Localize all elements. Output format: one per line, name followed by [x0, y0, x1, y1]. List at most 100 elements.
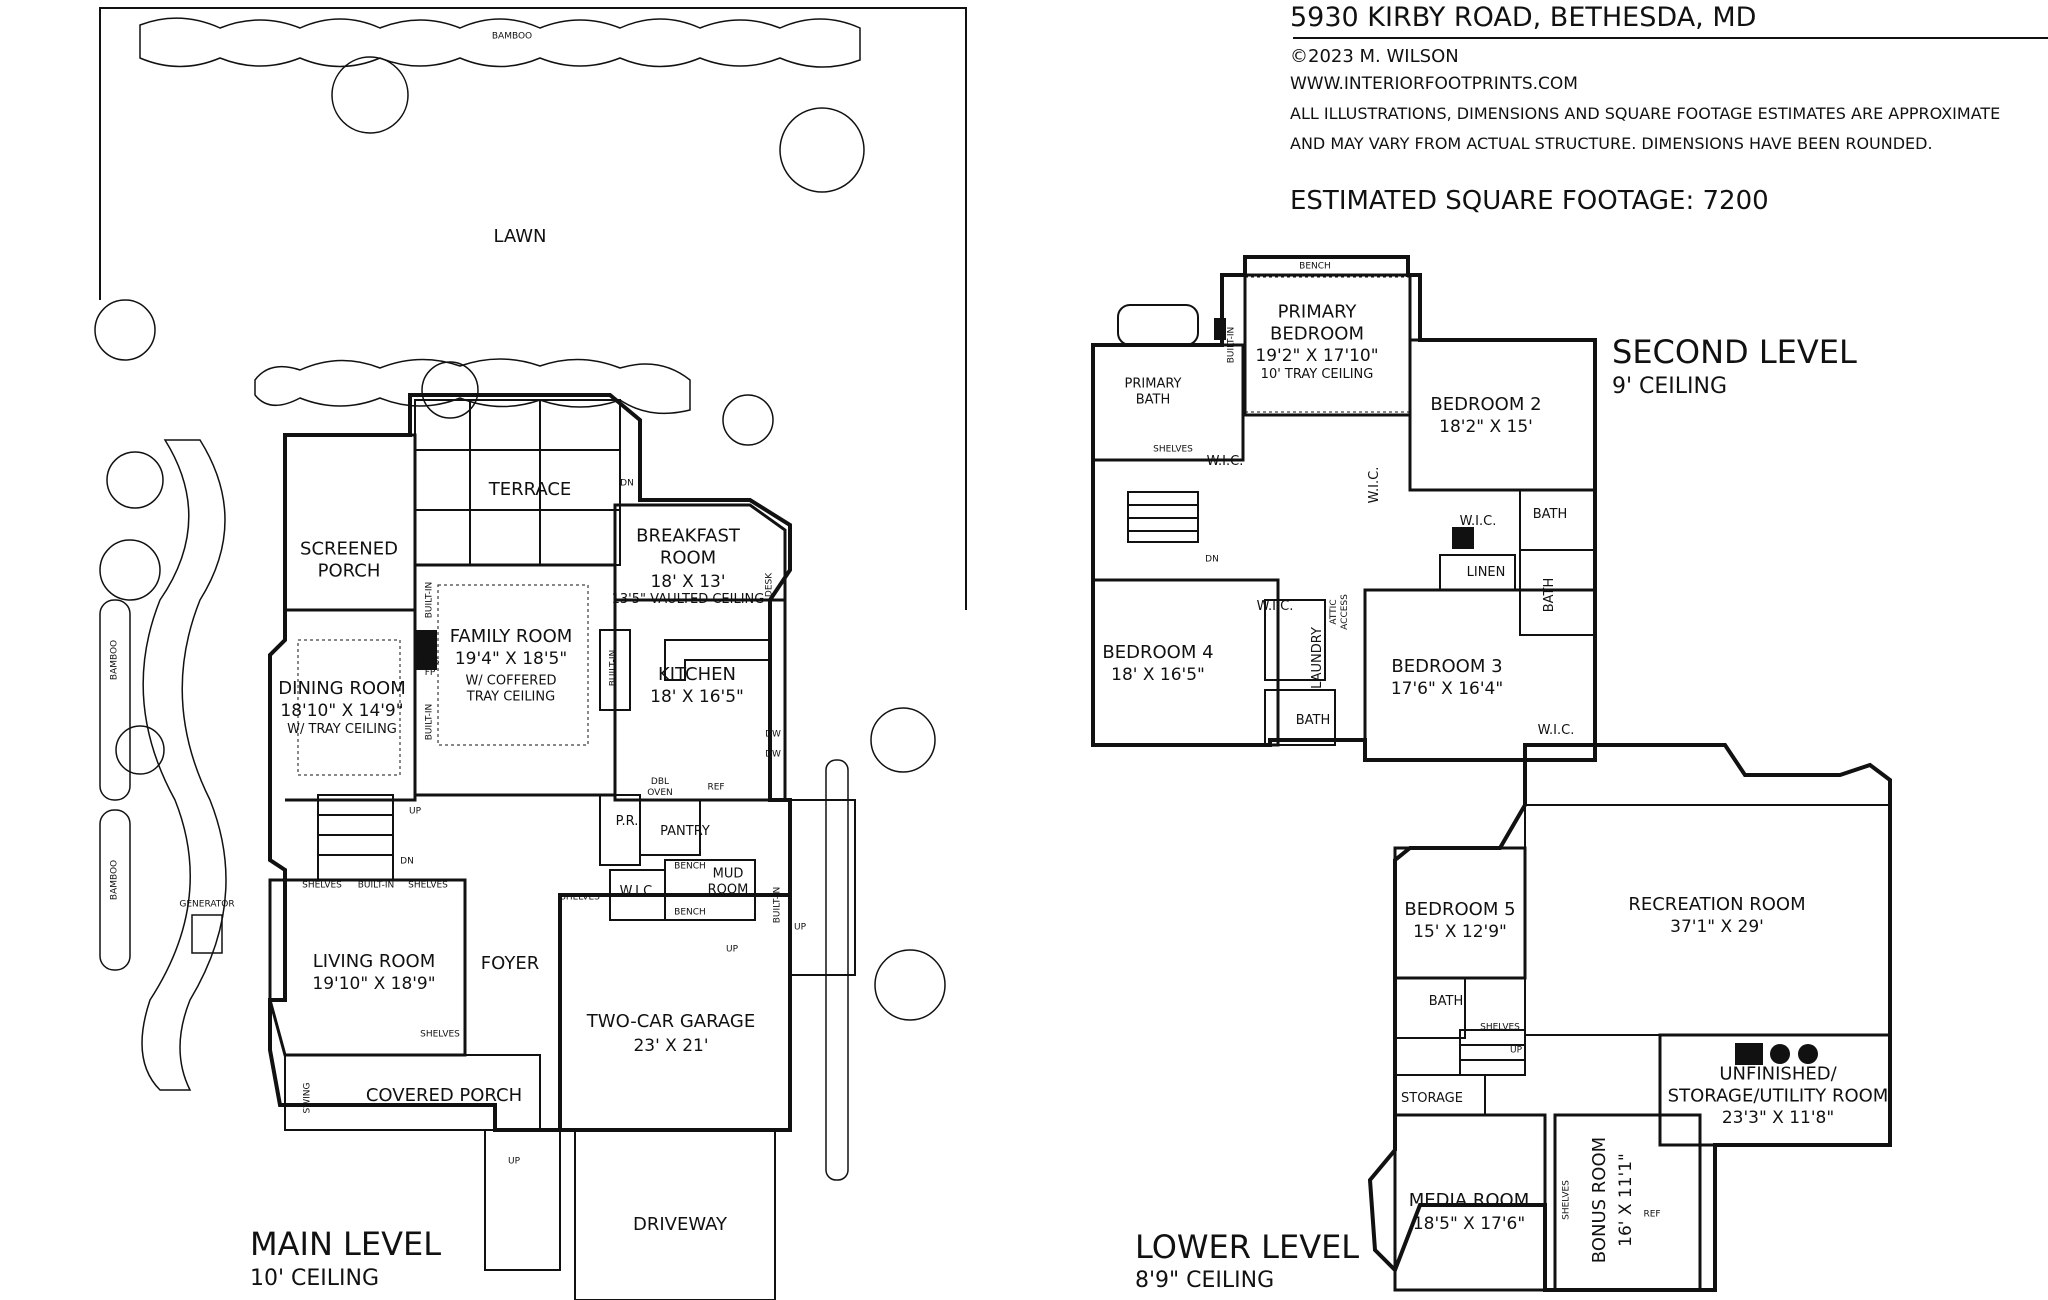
pantry	[639, 799, 701, 856]
primary-bedroom-dims: 19'2" X 17'10"	[1255, 345, 1379, 366]
lower-bath	[1394, 977, 1466, 1039]
double-oven-label: DBL OVEN	[647, 777, 673, 798]
wic-second-label: W.I.C.	[1256, 599, 1294, 615]
breakfast-room	[613, 503, 787, 602]
family-room-note: W/ COFFERED TRAY CEILING	[465, 673, 557, 704]
laundry-label: LAUNDRY	[1310, 627, 1326, 689]
bedroom-2-dims: 18'2" X 15'	[1439, 416, 1533, 437]
bench-label: BENCH	[674, 861, 706, 872]
pantry-label: PANTRY	[660, 824, 710, 840]
tree	[331, 56, 409, 134]
laundry	[1264, 599, 1326, 681]
built-in-label: BUILT-IN	[1226, 326, 1237, 364]
shelves-label: SHELVES	[1480, 1022, 1520, 1033]
living-room-dims: 19'10" X 18'9"	[312, 973, 436, 994]
shelves-label: SHELVES	[408, 880, 448, 891]
wic-second-label: W.I.C.	[1459, 514, 1497, 530]
screened-porch	[283, 433, 417, 612]
lower-stair	[1459, 1029, 1526, 1076]
up-label: UP	[725, 944, 739, 955]
dishwasher-label: DW	[765, 749, 781, 760]
breakfast-room-label: BREAKFAST ROOM	[636, 525, 740, 568]
foyer-label: FOYER	[480, 953, 540, 975]
primary-bath-label: PRIMARY BATH	[1124, 376, 1182, 407]
bamboo-left-2	[99, 809, 131, 971]
tree	[870, 707, 936, 773]
bamboo-top-label: BAMBOO	[491, 31, 533, 42]
terrace-label: TERRACE	[488, 479, 572, 501]
website: WWW.INTERIORFOOTPRINTS.COM	[1290, 74, 1578, 94]
garage-stairs	[790, 799, 856, 976]
bathtub	[1117, 304, 1199, 346]
linen	[1439, 554, 1516, 591]
built-in-label: BUILT-IN	[772, 886, 783, 924]
primary-bedroom-note: 10' TRAY CEILING	[1260, 367, 1374, 383]
watermark-suffix: MLS	[115, 1260, 166, 1287]
recreation-room-dims: 37'1" X 29'	[1670, 916, 1764, 937]
refrigerator-label: REF	[707, 782, 725, 793]
dining-room-label: DINING ROOM	[278, 678, 406, 700]
kitchen-label: KITCHEN	[658, 664, 736, 686]
dining-room-dims: 18'10" X 14'9"	[280, 700, 404, 721]
disclaimer-line-1: ALL ILLUSTRATIONS, DIMENSIONS AND SQUARE…	[1290, 104, 2001, 123]
media-room-label: MEDIA ROOM	[1408, 1190, 1530, 1212]
bamboo-left-label-2: BAMBOO	[109, 859, 120, 901]
generator	[191, 914, 223, 954]
bedroom-4-dims: 18' X 16'5"	[1111, 664, 1205, 685]
bonus-room-label: BONUS ROOM	[1589, 1136, 1611, 1264]
square-footage: ESTIMATED SQUARE FOOTAGE: 7200	[1290, 186, 1769, 216]
second-level-ceiling: 9' CEILING	[1612, 374, 1728, 399]
built-in-label: BUILT-IN	[608, 649, 619, 687]
up-label: UP	[507, 1156, 521, 1167]
garage-label: TWO-CAR GARAGE	[586, 1011, 756, 1033]
stone-wall	[141, 439, 227, 1091]
recreation-room-label: RECREATION ROOM	[1628, 894, 1806, 916]
hedge-top-house	[254, 358, 691, 415]
shelves-label: SHELVES	[560, 892, 600, 903]
tree	[421, 361, 479, 419]
desk-label: DESK	[764, 572, 775, 598]
screened-porch-label: SCREENED PORCH	[300, 538, 398, 581]
family-room-dims: 19'4" X 18'5"	[454, 648, 568, 669]
lower-bath-label: BATH	[1428, 994, 1464, 1010]
bonus-room	[1553, 1113, 1702, 1292]
up-label: UP	[408, 806, 422, 817]
powder-room-label: P.R.	[615, 814, 639, 830]
bedroom-2	[1408, 338, 1597, 492]
shelves-label: SHELVES	[420, 1029, 460, 1040]
watermark-brand: bright	[14, 1248, 111, 1289]
bamboo-right	[825, 759, 849, 1181]
garage-dims: 23' X 21'	[633, 1035, 709, 1056]
powder-room	[599, 794, 641, 866]
tree	[779, 107, 865, 193]
wic-main-label: W.I.C.	[619, 884, 657, 900]
unfinished-room-label: UNFINISHED/ STORAGE/UTILITY ROOM	[1667, 1063, 1889, 1106]
wic-main	[609, 869, 666, 921]
bedroom-3-label: BEDROOM 3	[1391, 656, 1503, 678]
dn-label: DN	[1205, 554, 1219, 565]
dn-label: DN	[620, 478, 634, 489]
family-room-label: FAMILY ROOM	[449, 626, 573, 648]
bedroom-5-dims: 15' X 12'9"	[1413, 921, 1507, 942]
bench-label: BENCH	[1299, 261, 1331, 272]
main-level-title: MAIN LEVEL	[250, 1225, 442, 1263]
second-level-title: SECOND LEVEL	[1612, 333, 1857, 371]
linen-label: LINEN	[1466, 565, 1506, 581]
dishwasher-label: DW	[765, 729, 781, 740]
unfinished-room-dims: 23'3" X 11'8"	[1721, 1107, 1835, 1128]
bedroom-2-label: BEDROOM 2	[1430, 394, 1542, 416]
bedroom-3-dims: 17'6" X 16'4"	[1390, 678, 1504, 699]
shelves-label: SHELVES	[302, 880, 342, 891]
tree	[106, 451, 164, 509]
main-level-ceiling: 10' CEILING	[250, 1266, 380, 1291]
wic-second-label: W.I.C.	[1367, 466, 1383, 504]
main-stair	[317, 794, 394, 881]
bamboo-hedge-top	[139, 17, 861, 68]
front-walk	[484, 1129, 561, 1271]
covered-porch	[284, 1054, 541, 1131]
bath-second-c	[1519, 549, 1596, 636]
wic-second-label: W.I.C.	[1537, 723, 1575, 739]
primary-bedroom-label: PRIMARY BEDROOM	[1270, 301, 1364, 344]
shelves-label: SHELVES	[1561, 1180, 1572, 1220]
unfinished-room	[1658, 1033, 1892, 1147]
